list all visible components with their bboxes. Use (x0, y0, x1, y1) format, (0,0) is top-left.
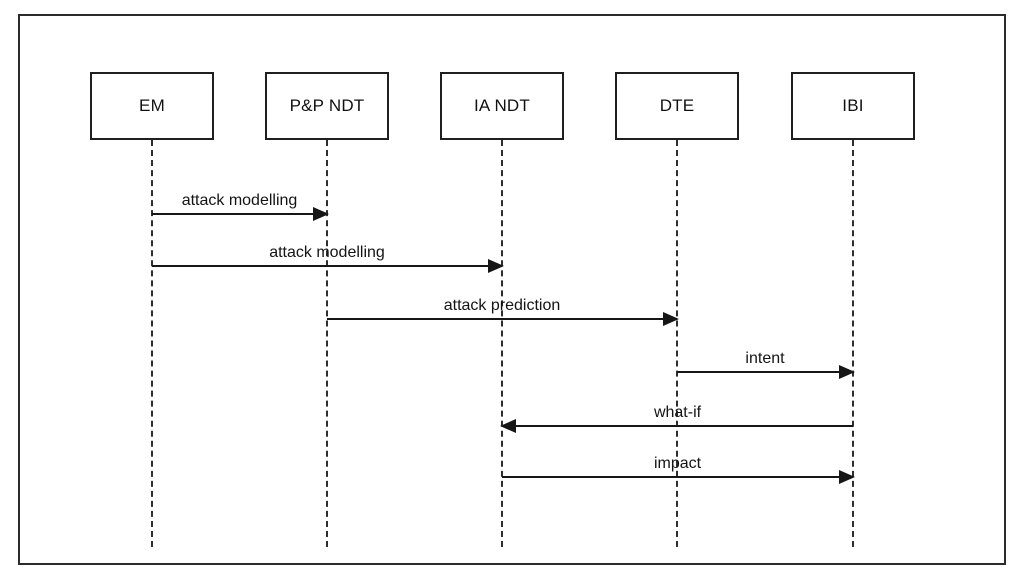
actor-box-dte: DTE (615, 72, 739, 140)
lifeline-pp-ndt (326, 140, 328, 547)
message-label: attack prediction (443, 297, 561, 314)
arrow-right-icon (502, 470, 855, 484)
arrow-right-icon (152, 259, 504, 273)
actor-label: P&P NDT (289, 96, 365, 115)
arrow-right-icon (327, 312, 679, 326)
arrow-right-icon (677, 365, 855, 379)
message-label: intent (745, 350, 785, 367)
message-label: what-if (653, 404, 702, 421)
actor-label: IBI (842, 96, 864, 115)
message-label: attack modelling (181, 192, 298, 209)
message-label: attack modelling (269, 244, 385, 261)
lifeline-ia-ndt (501, 140, 503, 547)
arrow-right-icon (152, 207, 329, 221)
arrow-left-icon (500, 419, 853, 433)
message-label: impact (653, 455, 702, 472)
lifeline-ibi (852, 140, 854, 547)
lifeline-dte (676, 140, 678, 547)
lifeline-em (151, 140, 153, 547)
actor-label: DTE (659, 96, 695, 115)
actor-box-pp-ndt: P&P NDT (265, 72, 389, 140)
actor-label: IA NDT (474, 96, 530, 115)
actor-box-ia-ndt: IA NDT (440, 72, 564, 140)
actor-box-ibi: IBI (791, 72, 915, 140)
actor-label: EM (139, 96, 165, 115)
actor-box-em: EM (90, 72, 214, 140)
